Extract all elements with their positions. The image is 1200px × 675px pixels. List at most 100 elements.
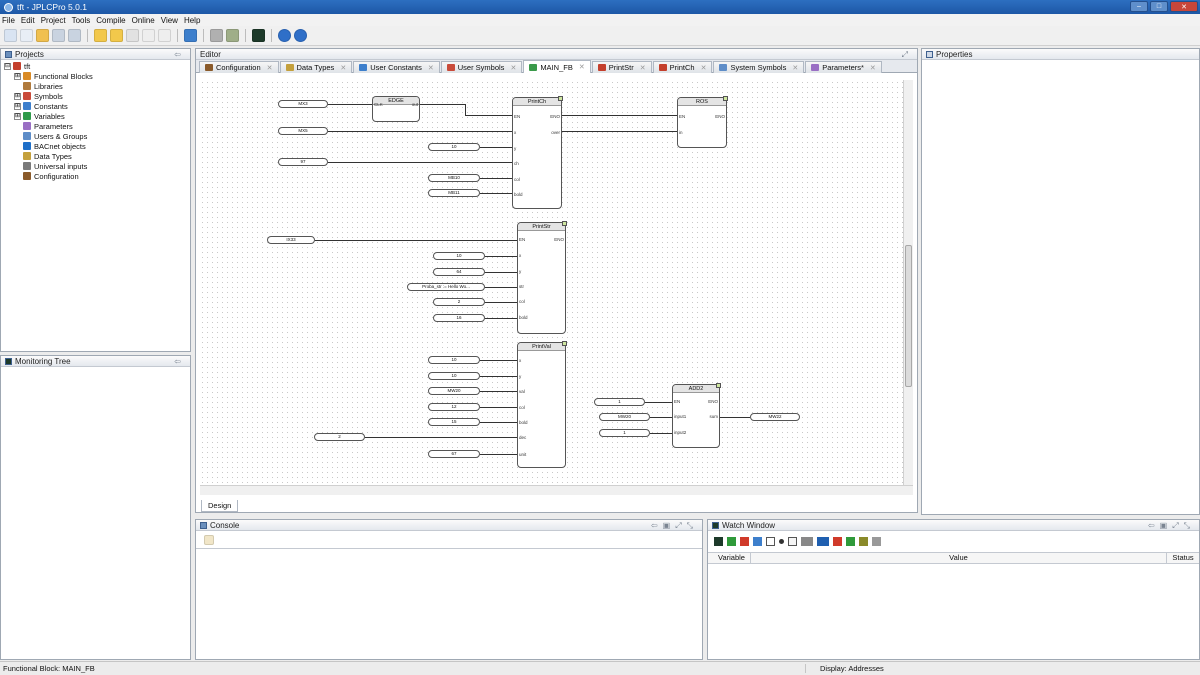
zoom-in-icon[interactable] — [278, 29, 291, 42]
edge-block[interactable]: EDGE CLK out — [372, 96, 420, 122]
delete-icon[interactable] — [740, 537, 749, 546]
expander-icon[interactable]: ⊞ — [14, 72, 21, 80]
menu-project[interactable]: Project — [40, 15, 66, 25]
open-folder-icon[interactable] — [36, 29, 49, 42]
expander-icon[interactable]: ⊟ — [4, 62, 11, 70]
variable-box[interactable]: 2 — [314, 433, 365, 441]
variable-box[interactable]: IX33 — [267, 236, 315, 244]
variable-box[interactable]: 10 — [428, 143, 480, 151]
undo-icon[interactable] — [94, 29, 107, 42]
tab-close-icon[interactable]: ✕ — [700, 64, 707, 72]
save-icon[interactable] — [52, 29, 65, 42]
ros-block[interactable]: ROS EN in ENO — [677, 96, 728, 148]
tab-configuration[interactable]: Configuration✕ — [199, 61, 279, 73]
column-value[interactable]: Value — [751, 553, 1167, 563]
tab-parameters[interactable]: Parameters*✕ — [805, 61, 882, 73]
tab-close-icon[interactable]: ✕ — [340, 64, 347, 72]
clear-console-icon[interactable] — [204, 535, 214, 545]
dot-icon[interactable] — [779, 539, 784, 544]
variable-box[interactable]: 97 — [278, 158, 328, 166]
green-flag-icon[interactable] — [846, 537, 855, 546]
column-variable[interactable]: Variable — [708, 553, 751, 563]
filter-icon[interactable] — [872, 537, 881, 546]
printch-block[interactable]: PrintCh EN x y ch col bold ENO over — [512, 96, 563, 209]
new-project-icon[interactable] — [4, 29, 17, 42]
binary-icon[interactable] — [817, 537, 829, 546]
variable-box[interactable]: 15 — [428, 418, 480, 426]
monitor-icon[interactable] — [252, 29, 265, 42]
tree-item-bacnet-objects[interactable]: BACnet objects — [4, 141, 190, 151]
horizontal-scrollbar[interactable] — [200, 485, 913, 495]
panel-controls-icon[interactable]: ⇦▣⤢⤡ — [1147, 521, 1195, 530]
tab-close-icon[interactable]: ✕ — [510, 64, 517, 72]
variable-box[interactable]: MB11 — [428, 189, 480, 197]
panel-minimize-icon[interactable]: ⇦ — [174, 357, 186, 366]
monitor-icon[interactable] — [714, 537, 723, 546]
tree-item-users-groups[interactable]: Users & Groups — [4, 131, 190, 141]
download-icon[interactable] — [226, 29, 239, 42]
redo-icon[interactable] — [110, 29, 123, 42]
panel-maximize-icon[interactable]: ⤢ — [901, 50, 913, 59]
tab-printch[interactable]: PrintCh✕ — [652, 61, 713, 73]
variable-box[interactable]: 64 — [433, 268, 485, 276]
tree-item-tft[interactable]: ⊟tft — [4, 61, 190, 71]
tab-close-icon[interactable]: ✕ — [792, 64, 799, 72]
menu-file[interactable]: File — [2, 15, 15, 25]
copy-icon[interactable] — [142, 29, 155, 42]
red-flag-icon[interactable] — [833, 537, 842, 546]
scrollbar-thumb[interactable] — [905, 245, 912, 387]
panel-controls-icon[interactable]: ⇦▣⤢⤡ — [650, 521, 698, 530]
tree-item-configuration[interactable]: Configuration — [4, 171, 190, 181]
tab-close-icon[interactable]: ✕ — [427, 64, 434, 72]
vertical-scrollbar[interactable] — [903, 80, 913, 485]
variable-box[interactable]: MW22 — [750, 413, 800, 421]
variable-box[interactable]: 10 — [428, 356, 480, 364]
cut-icon[interactable] — [126, 29, 139, 42]
fraction-icon[interactable] — [766, 537, 775, 546]
new-file-icon[interactable] — [20, 29, 33, 42]
add-icon[interactable] — [727, 537, 736, 546]
tree-item-symbols[interactable]: ⊞Symbols — [4, 91, 190, 101]
panel-minimize-icon[interactable]: ⇦ — [174, 50, 186, 59]
variable-box[interactable]: MW20 — [599, 413, 650, 421]
minimize-button[interactable]: – — [1130, 1, 1148, 12]
tab-system-symbols[interactable]: System Symbols✕ — [713, 61, 805, 73]
variable-box[interactable]: 1 — [599, 429, 650, 437]
bool-toggle-icon[interactable] — [788, 537, 797, 546]
tree-item-universal-inputs[interactable]: Universal inputs — [4, 161, 190, 171]
menu-edit[interactable]: Edit — [20, 15, 35, 25]
expander-icon[interactable]: ⊞ — [14, 112, 21, 120]
variable-box[interactable]: 1 — [594, 398, 645, 406]
expander-icon[interactable]: ⊞ — [14, 92, 21, 100]
variable-box[interactable]: 16 — [433, 314, 485, 322]
printstr-block[interactable]: PrintStr EN x y str col bold ENO — [517, 221, 567, 334]
close-button[interactable]: ✕ — [1170, 1, 1198, 12]
tree-item-constants[interactable]: ⊞Constants — [4, 101, 190, 111]
variable-box[interactable]: MX5 — [278, 127, 328, 135]
add2-block[interactable]: ADD2 EN input1 input2 ENO sum — [672, 383, 721, 448]
tab-printstr[interactable]: PrintStr✕ — [591, 61, 652, 73]
format-icon[interactable] — [801, 537, 813, 546]
tab-user-symbols[interactable]: User Symbols✕ — [440, 61, 523, 73]
tab-main-fb[interactable]: MAIN_FB✕ — [523, 60, 591, 73]
maximize-button[interactable]: □ — [1150, 1, 1168, 12]
save-all-icon[interactable] — [68, 29, 81, 42]
menu-help[interactable]: Help — [183, 15, 201, 25]
printval-block[interactable]: PrintVal x y val col bold dec unit — [517, 341, 567, 468]
variable-box[interactable]: 67 — [428, 450, 480, 458]
column-status[interactable]: Status — [1172, 553, 1194, 562]
tree-item-libraries[interactable]: Libraries — [4, 81, 190, 91]
variable-box[interactable]: MX3 — [278, 100, 328, 108]
flag-icon[interactable] — [859, 537, 868, 546]
diagram-canvas[interactable]: EDGE CLK out PrintCh EN x y ch col bold … — [200, 80, 903, 485]
variable-box[interactable]: 12 — [428, 403, 480, 411]
zoom-out-icon[interactable] — [294, 29, 307, 42]
menu-compile[interactable]: Compile — [96, 15, 126, 25]
variable-box[interactable]: 10 — [428, 372, 480, 380]
menu-tools[interactable]: Tools — [71, 15, 91, 25]
tab-close-icon[interactable]: ✕ — [266, 64, 273, 72]
tree-item-variables[interactable]: ⊞Variables — [4, 111, 190, 121]
tab-user-constants[interactable]: User Constants✕ — [353, 61, 440, 73]
expander-icon[interactable]: ⊞ — [14, 102, 21, 110]
paste-icon[interactable] — [158, 29, 171, 42]
